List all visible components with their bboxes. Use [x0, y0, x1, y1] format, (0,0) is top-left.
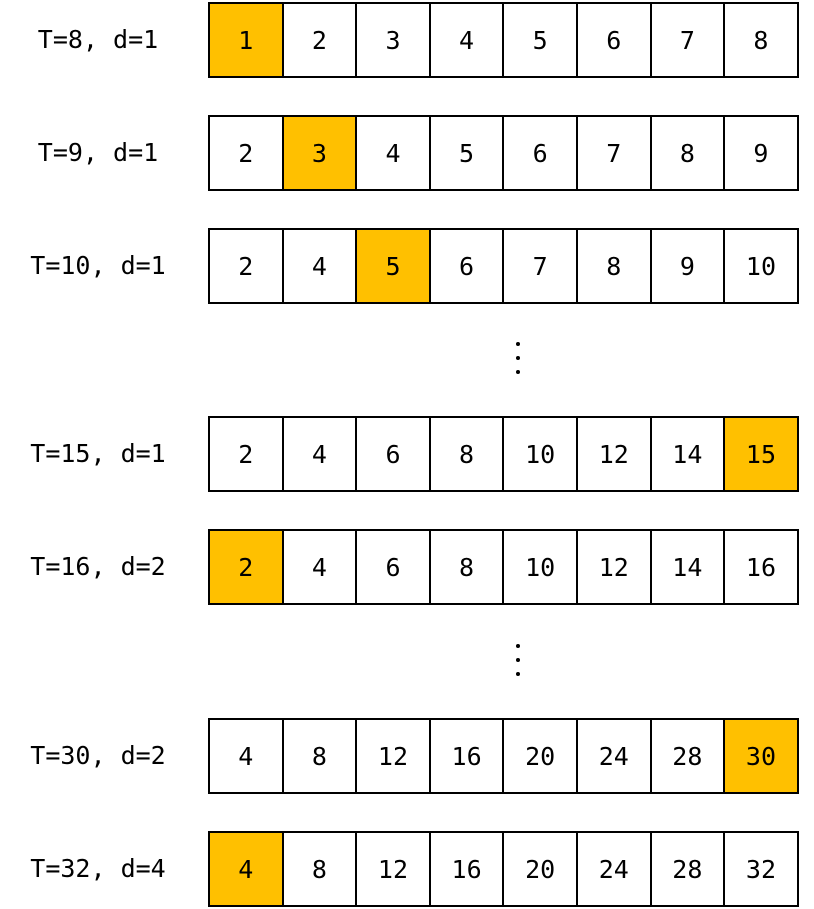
- vertical-ellipsis-icon: [509, 644, 529, 684]
- ellipsis-dot: [516, 672, 520, 676]
- highlighted-cell: 1: [208, 2, 284, 78]
- array-cell: 12: [575, 529, 652, 605]
- ellipsis-dot: [516, 356, 520, 360]
- array-cell: 14: [649, 529, 726, 605]
- array-cell: 4: [281, 529, 358, 605]
- array-cell: 4: [281, 228, 358, 304]
- array-cell: 9: [649, 228, 726, 304]
- array-cell: 24: [575, 831, 652, 907]
- array-cell: 12: [355, 831, 431, 907]
- array-cell: 4: [208, 718, 284, 794]
- array-cell: 6: [355, 529, 431, 605]
- ellipsis-dot: [516, 342, 520, 346]
- array-cell: 2: [208, 228, 284, 304]
- row-label: T=8, d=1: [37, 25, 159, 54]
- array-cell: 4: [428, 2, 505, 78]
- array-cell: 32: [723, 831, 799, 907]
- array-cell: 12: [355, 718, 431, 794]
- highlighted-cell: 4: [208, 831, 284, 907]
- highlighted-cell: 30: [723, 718, 799, 794]
- array-cell: 6: [502, 115, 578, 191]
- array-cell: 10: [502, 529, 578, 605]
- array-cell: 8: [428, 416, 505, 492]
- highlighted-cell: 5: [355, 228, 431, 304]
- row-label: T=15, d=1: [30, 439, 166, 468]
- array-cell: 20: [502, 718, 578, 794]
- array-cell: 20: [502, 831, 578, 907]
- array-cell: 24: [575, 718, 652, 794]
- array-cell: 8: [649, 115, 726, 191]
- array-cell: 28: [649, 718, 726, 794]
- highlighted-cell: 3: [281, 115, 358, 191]
- array-cell: 8: [281, 831, 358, 907]
- array-cell: 28: [649, 831, 726, 907]
- array-cell: 9: [723, 115, 799, 191]
- array-cell: 4: [355, 115, 431, 191]
- array-cell: 5: [428, 115, 505, 191]
- highlighted-cell: 2: [208, 529, 284, 605]
- array-cell: 6: [355, 416, 431, 492]
- array-cell: 16: [723, 529, 799, 605]
- row-label: T=10, d=1: [30, 251, 166, 280]
- array-cell: 16: [428, 718, 505, 794]
- array-cell: 7: [649, 2, 726, 78]
- array-cell: 2: [208, 115, 284, 191]
- array-cell: 12: [575, 416, 652, 492]
- array-cell: 8: [281, 718, 358, 794]
- array-cell: 2: [281, 2, 358, 78]
- array-cell: 5: [502, 2, 578, 78]
- array-cell: 8: [428, 529, 505, 605]
- array-cell: 14: [649, 416, 726, 492]
- vertical-ellipsis-icon: [509, 342, 529, 382]
- array-cell: 6: [428, 228, 505, 304]
- array-cell: 2: [208, 416, 284, 492]
- row-label: T=9, d=1: [37, 138, 159, 167]
- ellipsis-dot: [516, 370, 520, 374]
- array-cell: 10: [502, 416, 578, 492]
- array-cell: 8: [575, 228, 652, 304]
- ellipsis-dot: [516, 644, 520, 648]
- highlighted-cell: 15: [723, 416, 799, 492]
- array-cell: 7: [575, 115, 652, 191]
- array-cell: 6: [575, 2, 652, 78]
- row-label: T=32, d=4: [30, 854, 166, 883]
- array-cell: 16: [428, 831, 505, 907]
- ellipsis-dot: [516, 658, 520, 662]
- array-cell: 7: [502, 228, 578, 304]
- array-cell: 10: [723, 228, 799, 304]
- array-cell: 8: [723, 2, 799, 78]
- row-label: T=16, d=2: [30, 552, 166, 581]
- row-label: T=30, d=2: [30, 741, 166, 770]
- array-cell: 4: [281, 416, 358, 492]
- array-cell: 3: [355, 2, 431, 78]
